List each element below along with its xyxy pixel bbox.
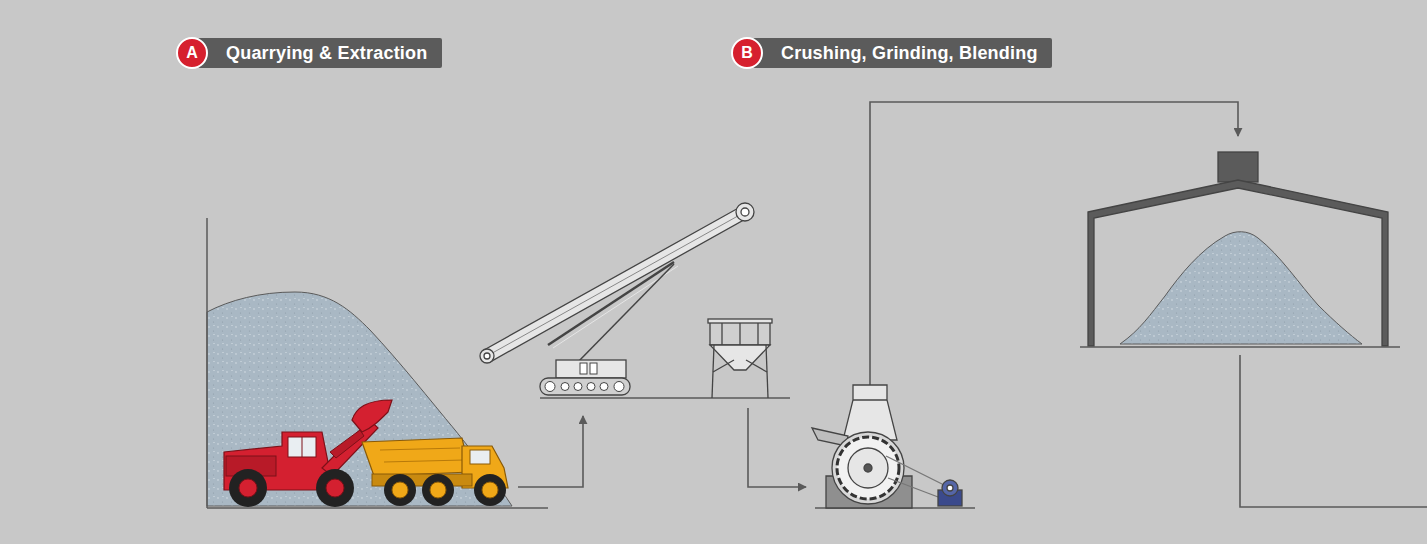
stage-letter-text: A bbox=[186, 45, 198, 61]
quarry-pile bbox=[207, 218, 548, 508]
blending-shed bbox=[1080, 152, 1400, 347]
stage-title: Quarrying & Extraction bbox=[226, 43, 427, 64]
stage-letter: A bbox=[176, 37, 208, 69]
conveyor-stacker bbox=[480, 203, 790, 398]
stage-band: Quarrying & ExtractionA bbox=[198, 38, 442, 68]
stage-letter-text: B bbox=[741, 45, 753, 61]
hammer-crusher bbox=[812, 385, 975, 508]
feed-hopper bbox=[708, 319, 772, 398]
stage-band: Crushing, Grinding, BlendingB bbox=[753, 38, 1052, 68]
stage-title: Crushing, Grinding, Blending bbox=[781, 43, 1038, 64]
dump-truck bbox=[362, 438, 508, 506]
flow-line bbox=[518, 102, 1427, 507]
stage-letter: B bbox=[731, 37, 763, 69]
